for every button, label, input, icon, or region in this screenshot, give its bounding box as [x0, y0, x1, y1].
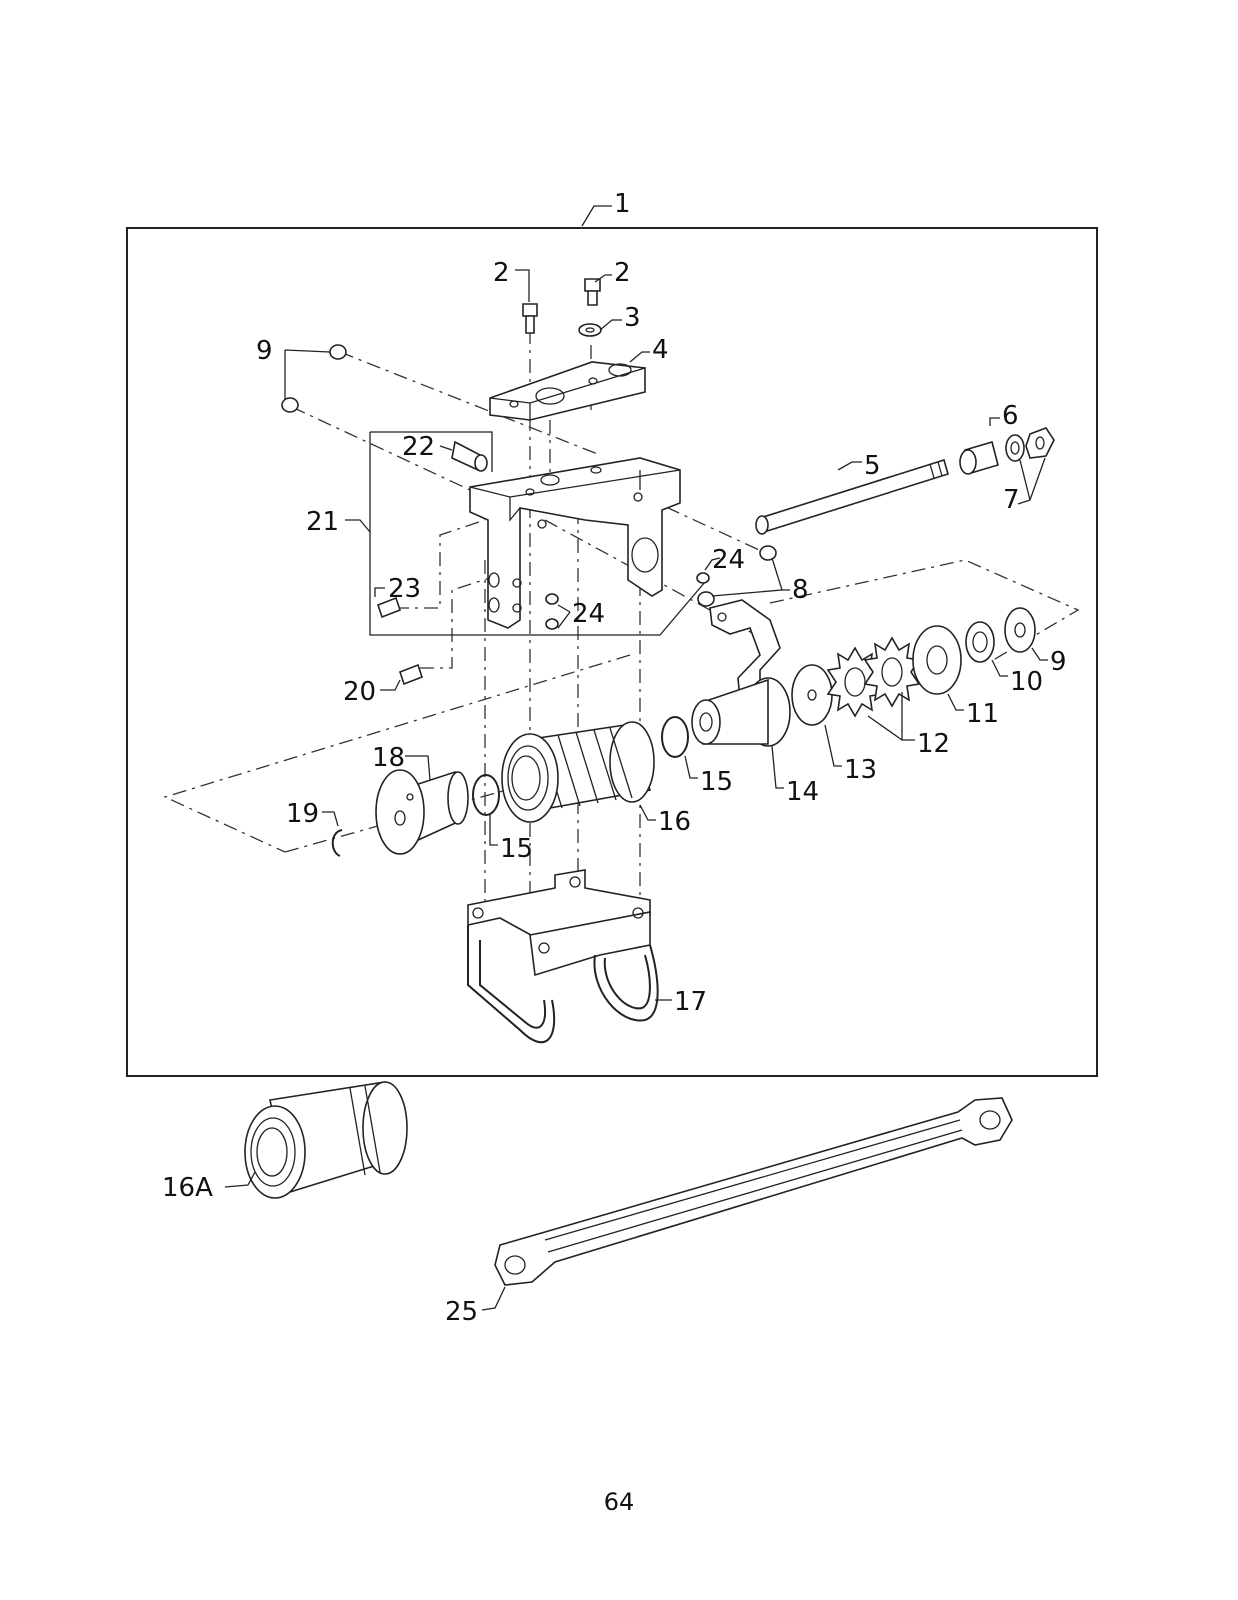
assembly-frame — [126, 227, 1098, 1077]
screws — [281, 278, 777, 686]
o-rings — [472, 716, 689, 816]
label-21: 21 — [306, 507, 339, 537]
label-11: 11 — [966, 699, 999, 729]
callout-labels: 1 2 2 3 4 5 6 7 8 9 9 10 11 12 13 14 15 … — [162, 189, 1067, 1327]
label-16: 16 — [658, 807, 691, 837]
label-20: 20 — [343, 677, 376, 707]
shaft-assembly — [755, 427, 1055, 535]
label-15-left: 15 — [500, 834, 533, 864]
label-3: 3 — [624, 303, 641, 333]
washer-stack — [791, 607, 1036, 726]
label-9-right: 9 — [1050, 647, 1067, 677]
label-8: 8 — [792, 575, 809, 605]
label-19: 19 — [286, 799, 319, 829]
link-bar — [494, 1097, 1013, 1286]
label-5: 5 — [864, 451, 881, 481]
label-7: 7 — [1003, 485, 1020, 515]
label-2-right: 2 — [614, 258, 631, 288]
label-24-lower: 24 — [572, 599, 605, 629]
label-13: 13 — [844, 755, 877, 785]
label-9-top: 9 — [256, 336, 273, 366]
main-bracket — [469, 457, 681, 629]
leader-lines — [224, 205, 1048, 1311]
label-15-right: 15 — [700, 767, 733, 797]
flange-spool — [375, 769, 469, 855]
label-2-left: 2 — [493, 258, 510, 288]
label-4: 4 — [652, 335, 669, 365]
label-25: 25 — [445, 1297, 478, 1327]
e-clip — [331, 829, 343, 857]
label-18: 18 — [372, 743, 405, 773]
label-6: 6 — [1002, 401, 1019, 431]
label-16A: 16A — [162, 1173, 213, 1203]
ribbed-roller — [501, 721, 655, 823]
roller-sleeve-16A — [244, 1081, 408, 1199]
label-10: 10 — [1010, 667, 1043, 697]
top-plate — [489, 361, 646, 421]
label-23: 23 — [388, 574, 421, 604]
sleeve — [691, 677, 791, 747]
label-14: 14 — [786, 777, 819, 807]
label-17: 17 — [674, 987, 707, 1017]
label-1: 1 — [614, 189, 631, 219]
page-number: 64 — [603, 1488, 635, 1516]
bracket-group-outline — [369, 431, 706, 636]
label-22: 22 — [402, 432, 435, 462]
label-24-upper: 24 — [712, 545, 745, 575]
roller-guard — [467, 869, 659, 1044]
label-12: 12 — [917, 729, 950, 759]
